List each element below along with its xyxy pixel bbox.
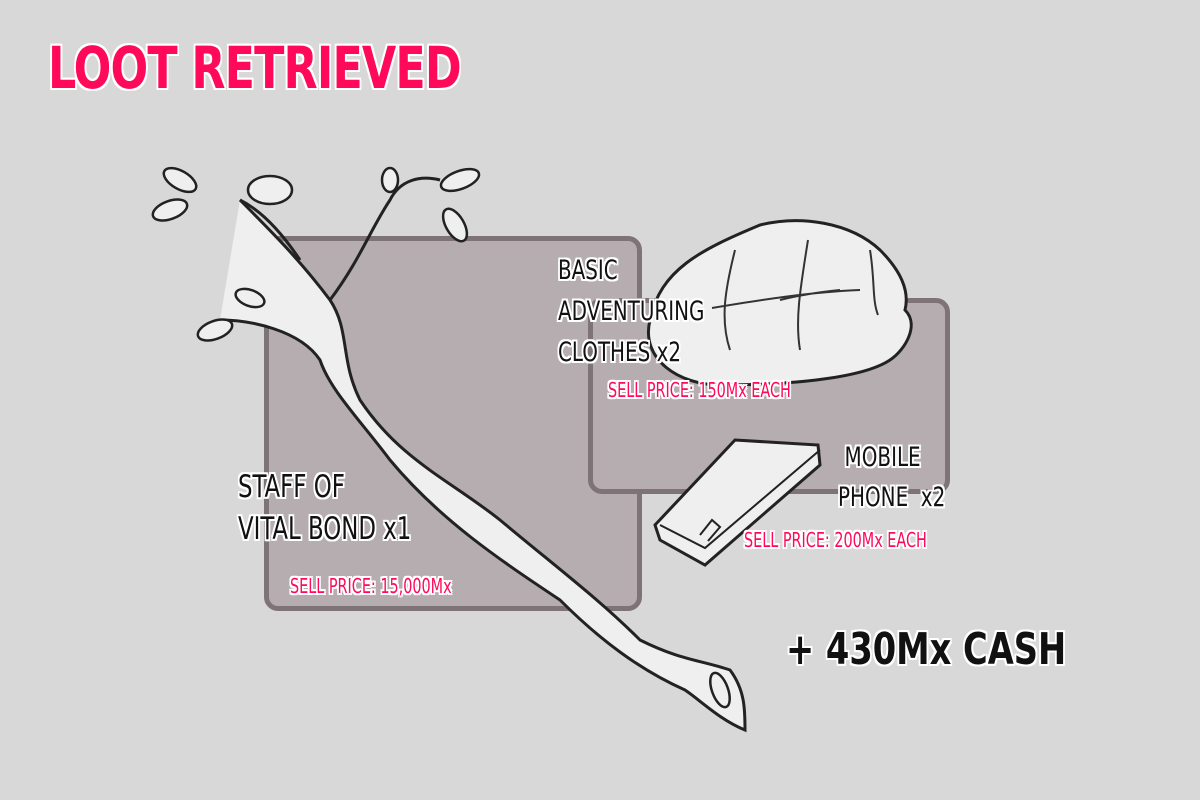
clothes-item-label: BASIC ADVENTURING CLOTHES x2 bbox=[558, 250, 737, 373]
clothes-item-name-line: CLOTHES x2 bbox=[558, 337, 682, 368]
staff-item-label: STAFF OF VITAL BOND x1 bbox=[238, 466, 449, 550]
phone-item-label: MOBILE PHONE x2 bbox=[838, 438, 969, 518]
staff-item-price: SELL PRICE: 15,000Mx bbox=[290, 574, 452, 598]
cash-reward: + 430Mx CASH bbox=[786, 624, 1067, 675]
loot-title: LOOT RETRIEVED bbox=[48, 34, 462, 102]
phone-item-name-line: PHONE x2 bbox=[838, 482, 946, 513]
clothes-item-name-line: BASIC bbox=[558, 255, 618, 286]
phone-item-price: SELL PRICE: 200Mx EACH bbox=[744, 528, 927, 552]
clothes-item-price: SELL PRICE: 150Mx EACH bbox=[608, 378, 791, 402]
clothes-item-name-line: ADVENTURING bbox=[558, 296, 705, 327]
phone-item-name-line: MOBILE bbox=[844, 442, 921, 473]
staff-item-name-line: STAFF OF bbox=[238, 469, 345, 505]
staff-item-name-line: VITAL BOND x1 bbox=[238, 511, 412, 547]
